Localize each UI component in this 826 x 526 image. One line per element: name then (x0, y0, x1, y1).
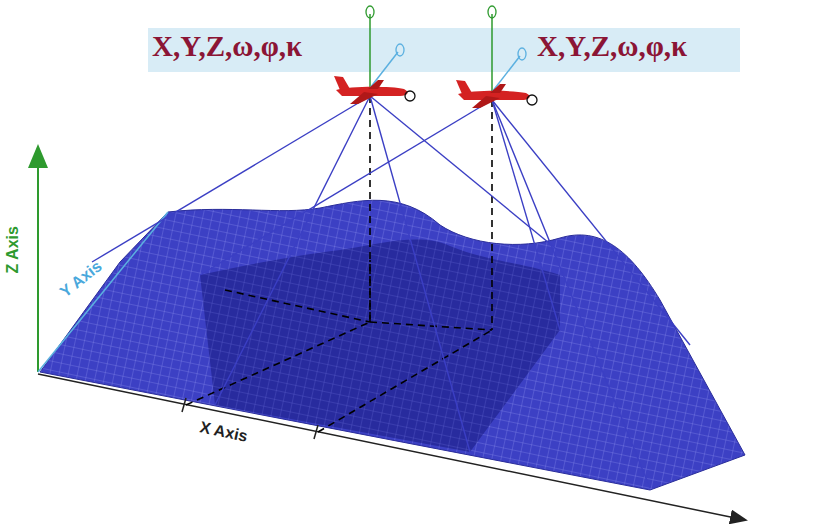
axis-label: Z Axis (4, 226, 22, 273)
x-axis (38, 374, 745, 520)
exterior-orientation-params: X,Y,Z,ω,φ,κ (537, 31, 687, 63)
axis-label: X Axis (198, 418, 249, 445)
axis-tick (314, 425, 318, 439)
view-rays (92, 96, 690, 488)
parameter-band (148, 28, 740, 72)
y-axis (38, 212, 168, 372)
z-axis (37, 148, 39, 372)
overlap-area (200, 239, 560, 452)
ground-dashes (186, 96, 492, 432)
exterior-orientation-params: X,Y,Z,ω,φ,κ (152, 31, 302, 63)
aircraft (334, 6, 415, 104)
axis-tick (182, 398, 186, 412)
aircraft (456, 6, 537, 108)
